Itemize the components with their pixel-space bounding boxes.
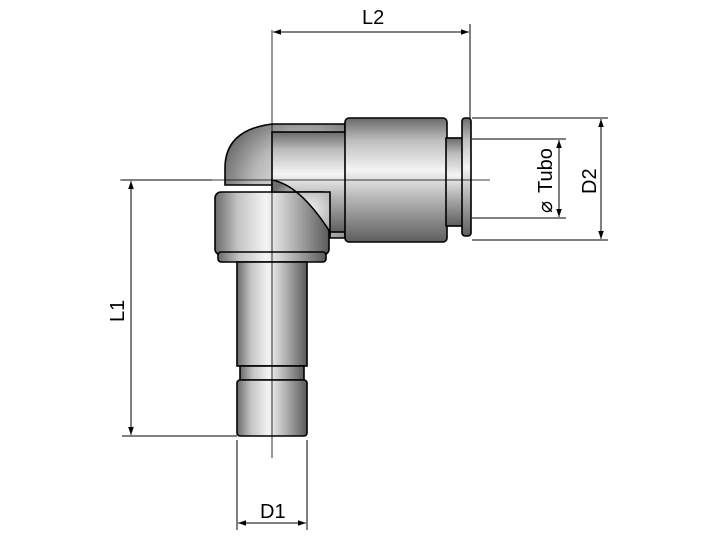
label-l1: L1 xyxy=(107,300,129,322)
tube-diameter-symbol: ⌀ xyxy=(535,201,557,213)
dimension-d2: D2 xyxy=(472,117,608,241)
dimension-d1: D1 xyxy=(236,440,308,530)
elbow-fitting xyxy=(214,117,472,437)
label-d2: D2 xyxy=(579,168,601,194)
label-tube: Tubo xyxy=(535,148,557,193)
dimension-tube: ⌀ Tubo xyxy=(472,138,566,219)
release-flange xyxy=(461,117,472,237)
dimension-l2: L2 xyxy=(273,7,471,118)
label-l2: L2 xyxy=(362,7,384,29)
elbow-transition xyxy=(271,179,331,235)
dimension-l1: L1 xyxy=(107,179,237,437)
label-d1: D1 xyxy=(260,501,286,523)
